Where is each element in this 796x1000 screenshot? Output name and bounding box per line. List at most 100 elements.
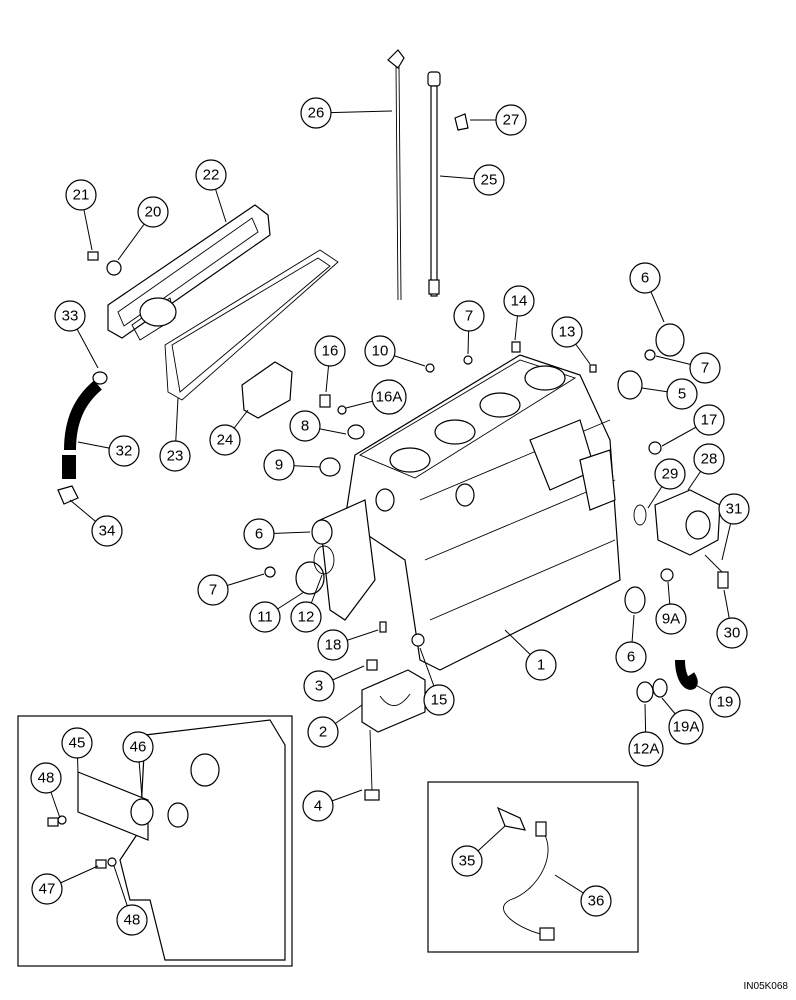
callout-label-c14: 14 <box>511 293 528 310</box>
callout-label-c11: 11 <box>257 609 273 626</box>
screw-21 <box>87 251 99 261</box>
callout-label-c31: 31 <box>726 501 743 518</box>
callout-circle-c28 <box>693 443 725 475</box>
callout-label-c7b: 7 <box>701 360 709 377</box>
callout-label-c6b: 6 <box>255 526 263 543</box>
bolt-4 <box>364 729 380 801</box>
callout-circle-c25 <box>473 164 505 196</box>
reference-code: IN05K068 <box>743 981 788 992</box>
clamp-33 <box>92 371 108 385</box>
callout-circle-c36 <box>580 885 612 917</box>
callout-label-c36: 36 <box>588 893 605 910</box>
callout-label-c23: 23 <box>167 448 184 465</box>
callout-circle-c30 <box>716 617 748 649</box>
plug-9a <box>660 568 674 582</box>
grommet-20 <box>106 260 122 276</box>
callout-circle-c47 <box>31 873 63 905</box>
callout-circle-c11 <box>249 601 281 633</box>
callout-circle-c48b <box>116 904 148 936</box>
callout-circle-c3 <box>303 670 335 702</box>
callout-circle-c31 <box>718 493 750 525</box>
plug-15 <box>411 633 425 647</box>
plug-10 <box>425 363 435 373</box>
callout-circle-c24 <box>209 424 241 456</box>
callout-circle-c6c <box>615 641 647 673</box>
callout-circle-c16 <box>314 335 346 367</box>
callout-label-c27: 27 <box>503 112 520 129</box>
seal-6-left <box>311 519 333 545</box>
callout-circle-c5 <box>666 378 698 410</box>
callout-circle-c15 <box>423 684 455 716</box>
callout-circle-c18 <box>317 629 349 661</box>
callout-label-c4: 4 <box>314 798 322 815</box>
callout-label-c28: 28 <box>701 451 718 468</box>
callout-label-c3: 3 <box>315 678 323 695</box>
callout-circle-c13 <box>551 316 583 348</box>
callout-label-c6c: 6 <box>627 649 635 666</box>
callout-label-c45: 45 <box>69 735 86 752</box>
seal-6-right <box>624 586 646 614</box>
callout-label-c6a: 6 <box>641 270 649 287</box>
bolt-47-bottom <box>95 859 107 869</box>
callout-label-c47: 47 <box>39 881 56 898</box>
ring-19a <box>652 678 668 698</box>
callout-label-c9: 9 <box>275 457 283 474</box>
callout-label-c24: 24 <box>217 432 234 449</box>
callout-circle-c9 <box>263 449 295 481</box>
plug-7-top <box>463 355 473 365</box>
side-cover-22 <box>107 204 271 341</box>
callout-circle-c45 <box>61 727 93 759</box>
callout-circle-c22 <box>195 159 227 191</box>
bushing-5 <box>617 370 643 400</box>
cylinder-block-1 <box>319 354 621 671</box>
harness-connector <box>539 927 555 941</box>
callout-circle-c4 <box>302 790 334 822</box>
housing-28 <box>654 489 721 556</box>
washer-48-bottom <box>107 857 117 867</box>
callout-circle-c35 <box>451 845 483 877</box>
callout-label-c8: 8 <box>301 418 309 435</box>
callout-circle-c29 <box>654 458 686 490</box>
callout-circle-c8 <box>289 410 321 442</box>
plug-6-top <box>655 323 685 357</box>
fitting-34 <box>57 485 79 505</box>
callout-circle-c17 <box>693 404 725 436</box>
callout-label-c48b: 48 <box>124 912 141 929</box>
callout-circle-c46 <box>122 731 154 763</box>
elbow-19 <box>675 659 698 690</box>
o-ring-29 <box>633 504 647 526</box>
bolt-30 <box>717 571 729 589</box>
bolt-47-top <box>47 817 59 827</box>
seal-16a <box>337 405 347 415</box>
gasket-23 <box>164 249 339 401</box>
callout-label-c17: 17 <box>701 412 718 429</box>
callout-circle-c12a <box>628 731 664 767</box>
callout-circle-c20 <box>137 196 169 228</box>
callout-circle-c19a <box>668 709 704 745</box>
callout-circle-c7b <box>689 352 721 384</box>
seal-46 <box>130 798 154 826</box>
callout-label-c30: 30 <box>724 625 741 642</box>
sensor-35 <box>496 806 526 831</box>
dipstick-tube-25 <box>427 71 441 297</box>
sensor-inset <box>427 781 639 953</box>
callout-circle-c23 <box>159 440 191 472</box>
callout-label-c13: 13 <box>559 324 576 341</box>
callout-label-c9a: 9A <box>662 611 680 628</box>
callout-label-c2: 2 <box>319 724 327 741</box>
harness-plug <box>535 821 547 837</box>
callout-circle-c34 <box>91 515 123 547</box>
callout-label-c46: 46 <box>130 739 147 756</box>
callout-label-c29: 29 <box>662 466 679 483</box>
inset-panel <box>17 715 293 967</box>
callout-label-c16: 16 <box>322 343 339 360</box>
callout-circle-c27 <box>495 104 527 136</box>
harness-36 <box>503 827 549 936</box>
callout-circle-c21 <box>65 179 97 211</box>
callout-circle-c7a <box>453 300 485 332</box>
callout-circle-c6b <box>243 518 275 550</box>
cup-11 <box>295 561 325 595</box>
callout-label-c33: 33 <box>62 308 79 325</box>
o-ring-12 <box>313 545 335 575</box>
callout-label-c18: 18 <box>325 637 342 654</box>
